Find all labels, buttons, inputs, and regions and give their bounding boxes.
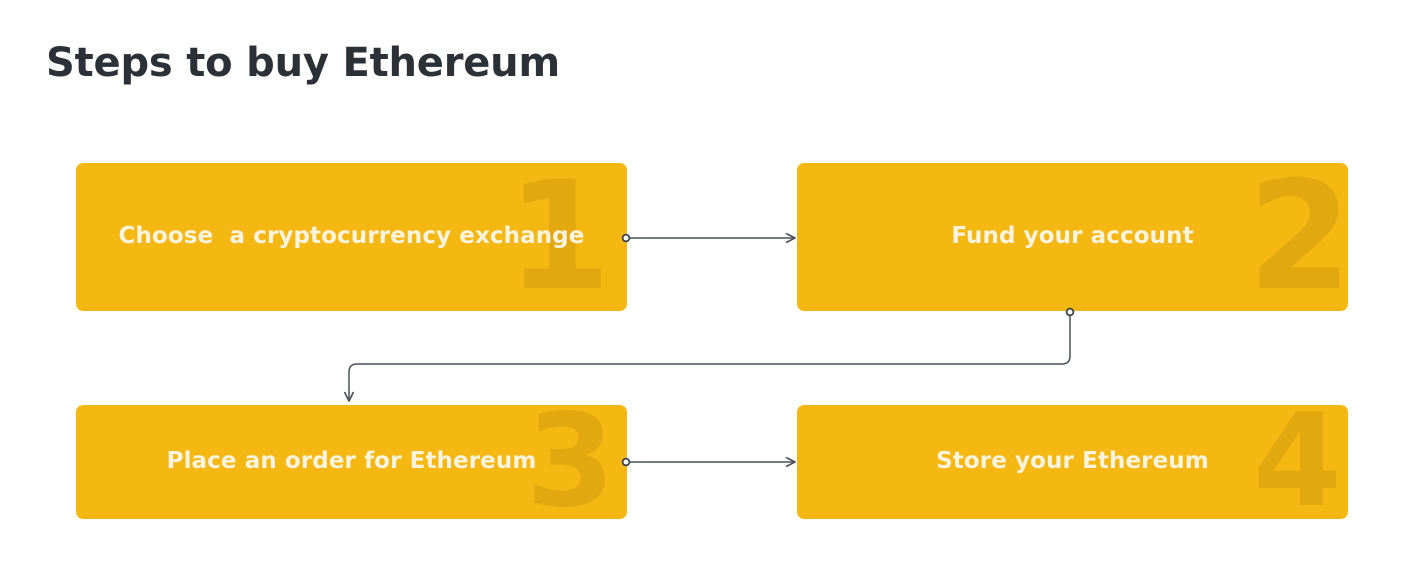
step-box-fund-account[interactable]: 2 Fund your account <box>797 163 1348 311</box>
step-box-store-ethereum[interactable]: 4 Store your Ethereum <box>797 405 1348 519</box>
page-title: Steps to buy Ethereum <box>46 40 560 86</box>
step-box-place-order[interactable]: 3 Place an order for Ethereum <box>76 405 627 519</box>
step-box-choose-exchange[interactable]: 1 Choose a cryptocurrency exchange <box>76 163 627 311</box>
step-label-place-order: Place an order for Ethereum <box>166 448 537 475</box>
step-label-fund-account: Fund your account <box>951 223 1194 250</box>
connector-step3-to-step4 <box>621 456 796 468</box>
step-label-choose-exchange: Choose a cryptocurrency exchange <box>118 223 585 250</box>
step-number-watermark-4: 4 <box>1252 405 1342 519</box>
connector-step1-to-step2 <box>621 232 796 244</box>
step-label-store-ethereum: Store your Ethereum <box>936 448 1209 475</box>
connector-step2-to-step3 <box>343 307 1075 402</box>
step-number-watermark-2: 2 <box>1247 163 1348 311</box>
